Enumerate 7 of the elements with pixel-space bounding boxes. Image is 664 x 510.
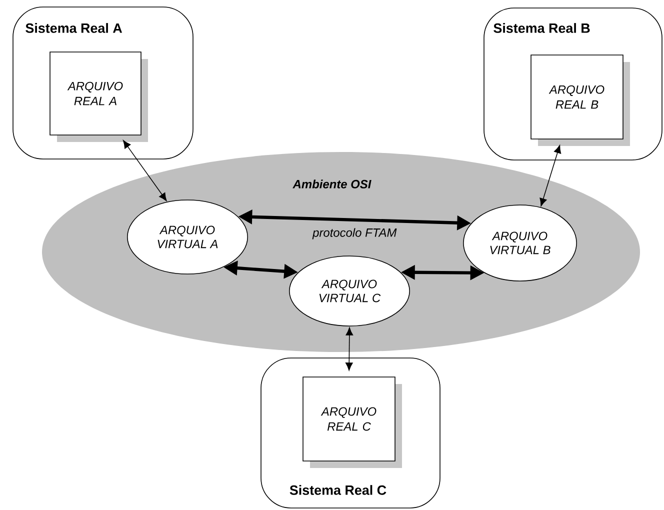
arrow — [123, 140, 167, 202]
file-box: ARQUIVO REAL A — [50, 52, 148, 142]
arrow — [346, 327, 354, 371]
file-box: ARQUIVO REAL B — [530, 54, 630, 146]
arrow — [540, 145, 562, 206]
file-box: ARQUIVO REAL C — [302, 376, 402, 468]
edge-label: protocolo FTAM — [312, 227, 398, 240]
